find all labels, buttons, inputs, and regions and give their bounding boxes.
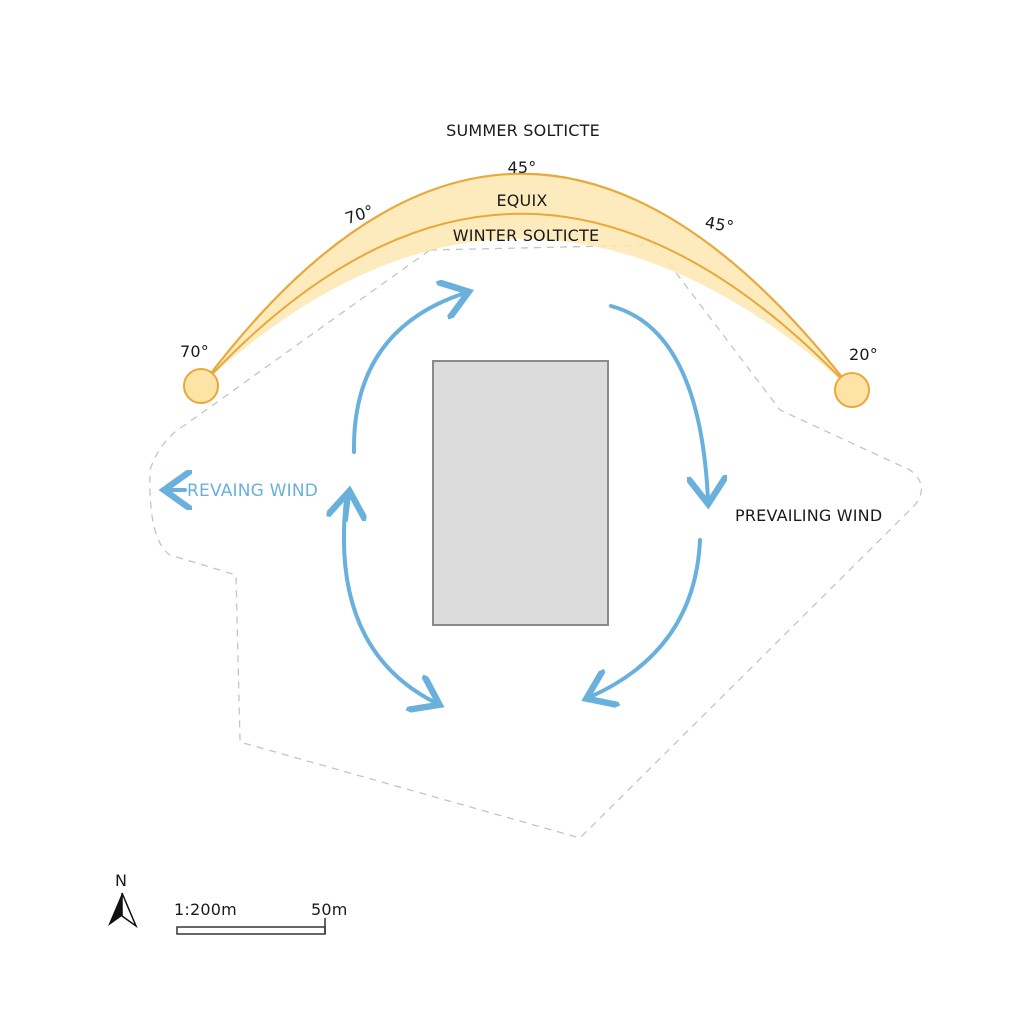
- prevailing-wind-left-label: REVAING WIND: [187, 481, 319, 501]
- north-label: N: [115, 871, 128, 890]
- sunrise-sun-icon: [183, 368, 219, 404]
- sunset-sun-icon: [834, 372, 870, 408]
- scale-length-label: 50m: [311, 900, 348, 919]
- wind-arrow-bottom-left-up: [346, 495, 349, 522]
- wind-arrow-top-right: [609, 304, 708, 500]
- sunrise-angle-label: 70°: [180, 342, 209, 361]
- scale-bar: [176, 918, 326, 935]
- wind-arrow-top-left: [351, 293, 465, 454]
- summer-solstice-label: SUMMER SOLTICTE: [446, 121, 600, 140]
- scale-ratio-label: 1:200m: [174, 900, 237, 919]
- prevailing-wind-right-label: PREVAILING WIND: [735, 506, 883, 525]
- equinox-label: EQUIX: [496, 191, 548, 210]
- building-footprint: [432, 360, 609, 626]
- wind-arrow-bottom-right: [590, 538, 702, 697]
- summer-angle-label: 45°: [507, 158, 537, 177]
- sun-path-band: [201, 172, 853, 391]
- sunset-angle-label: 20°: [849, 345, 878, 364]
- north-arrow-icon: [108, 892, 138, 929]
- wind-arrow-bottom-left: [341, 498, 436, 703]
- site-boundary: [149, 244, 922, 839]
- winter-solstice-label: WINTER SOLTICTE: [452, 226, 600, 245]
